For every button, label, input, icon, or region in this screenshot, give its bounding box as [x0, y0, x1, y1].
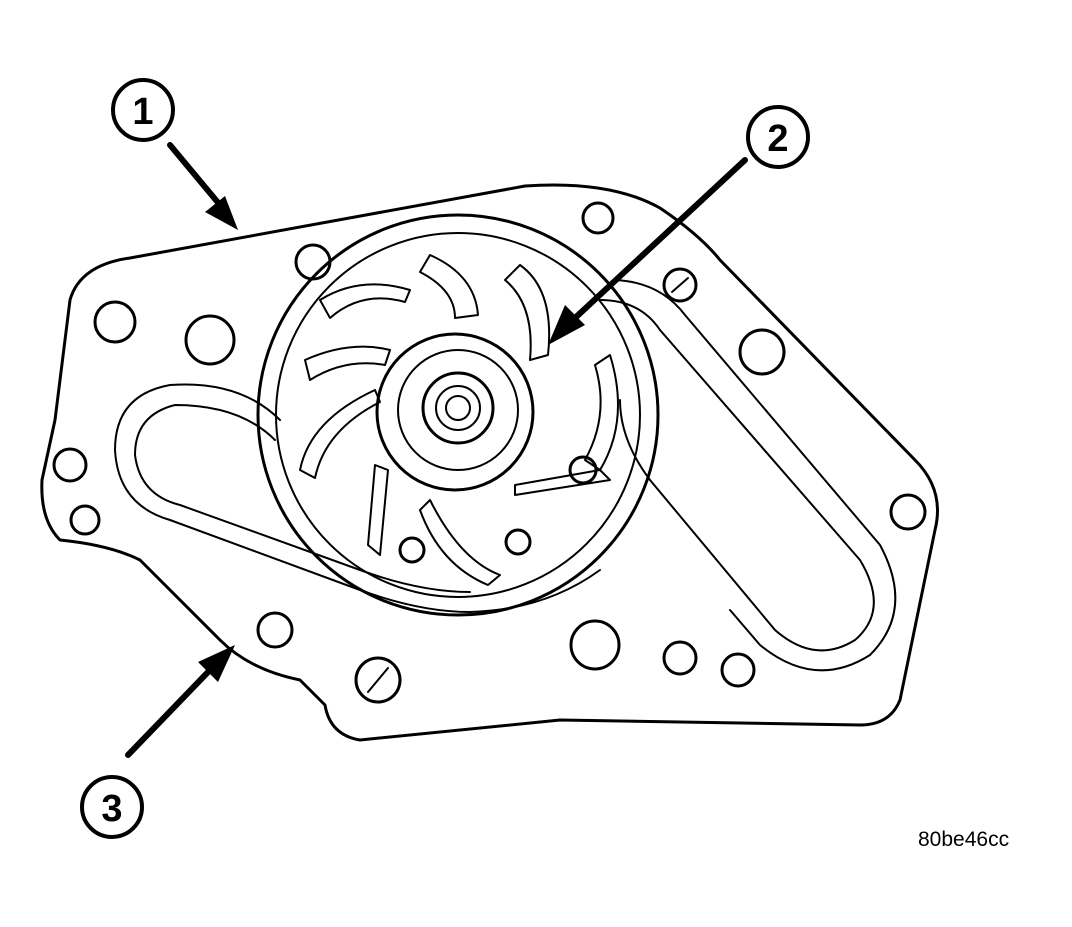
impeller-vane-2	[504, 264, 551, 361]
bolt-hole	[256, 611, 294, 649]
gasket-inner-channel-right-2	[614, 279, 897, 672]
impeller-hub-outer	[375, 332, 535, 492]
bolt-hole	[720, 652, 756, 688]
impeller-vane-1	[419, 254, 479, 319]
bolt-hole	[398, 536, 426, 564]
impeller-shaft-inner	[435, 385, 481, 431]
bolt-hole	[662, 640, 698, 676]
leader-arrow-2	[548, 157, 748, 345]
callout-1: 1	[111, 78, 175, 142]
impeller-vane-9	[319, 283, 411, 319]
bolt-hole	[889, 493, 927, 531]
impeller-hub-mid	[397, 349, 519, 471]
callout-3: 3	[80, 775, 144, 839]
bolt-hole	[354, 656, 402, 704]
bolt-hole	[504, 528, 532, 556]
impeller-vane-7	[299, 389, 381, 479]
impeller-vane-5	[419, 499, 501, 586]
callout-2: 2	[746, 105, 810, 169]
gasket-inner-channel-right	[599, 299, 875, 652]
callout-2-label: 2	[767, 118, 788, 160]
bolt-hole	[93, 300, 137, 344]
screw-slot	[671, 277, 689, 293]
screw-slot	[367, 667, 389, 693]
impeller-vane-3	[584, 354, 619, 471]
bolt-hole	[569, 619, 621, 671]
bolt-hole	[581, 201, 615, 235]
gasket-inner-channel-left	[114, 383, 601, 613]
bolt-hole	[69, 504, 101, 536]
impeller-shaft-outer	[421, 371, 495, 445]
bolt-hole	[294, 243, 332, 281]
bolt-hole	[662, 267, 698, 303]
gasket-outline	[40, 183, 939, 742]
impeller-shaft-core	[445, 395, 471, 421]
bolt-hole	[184, 314, 236, 366]
callout-3-label: 3	[101, 788, 122, 830]
leader-arrow-1	[167, 142, 238, 230]
callout-1-label: 1	[132, 91, 153, 133]
figure-id: 80be46cc	[918, 828, 1010, 851]
bolt-hole	[738, 328, 786, 376]
impeller-vanes	[299, 254, 619, 586]
impeller-vane-6	[367, 464, 389, 556]
impeller-vane-4	[514, 469, 611, 496]
bolt-hole	[52, 447, 88, 483]
impeller-housing-inner	[275, 232, 641, 598]
impeller-vane-8	[304, 345, 391, 381]
leader-arrow-3	[125, 645, 235, 758]
gasket-inner-channel-left-2	[134, 404, 471, 593]
bolt-hole	[568, 455, 598, 485]
bolt-holes	[52, 201, 927, 704]
impeller-housing-outer	[256, 213, 660, 617]
